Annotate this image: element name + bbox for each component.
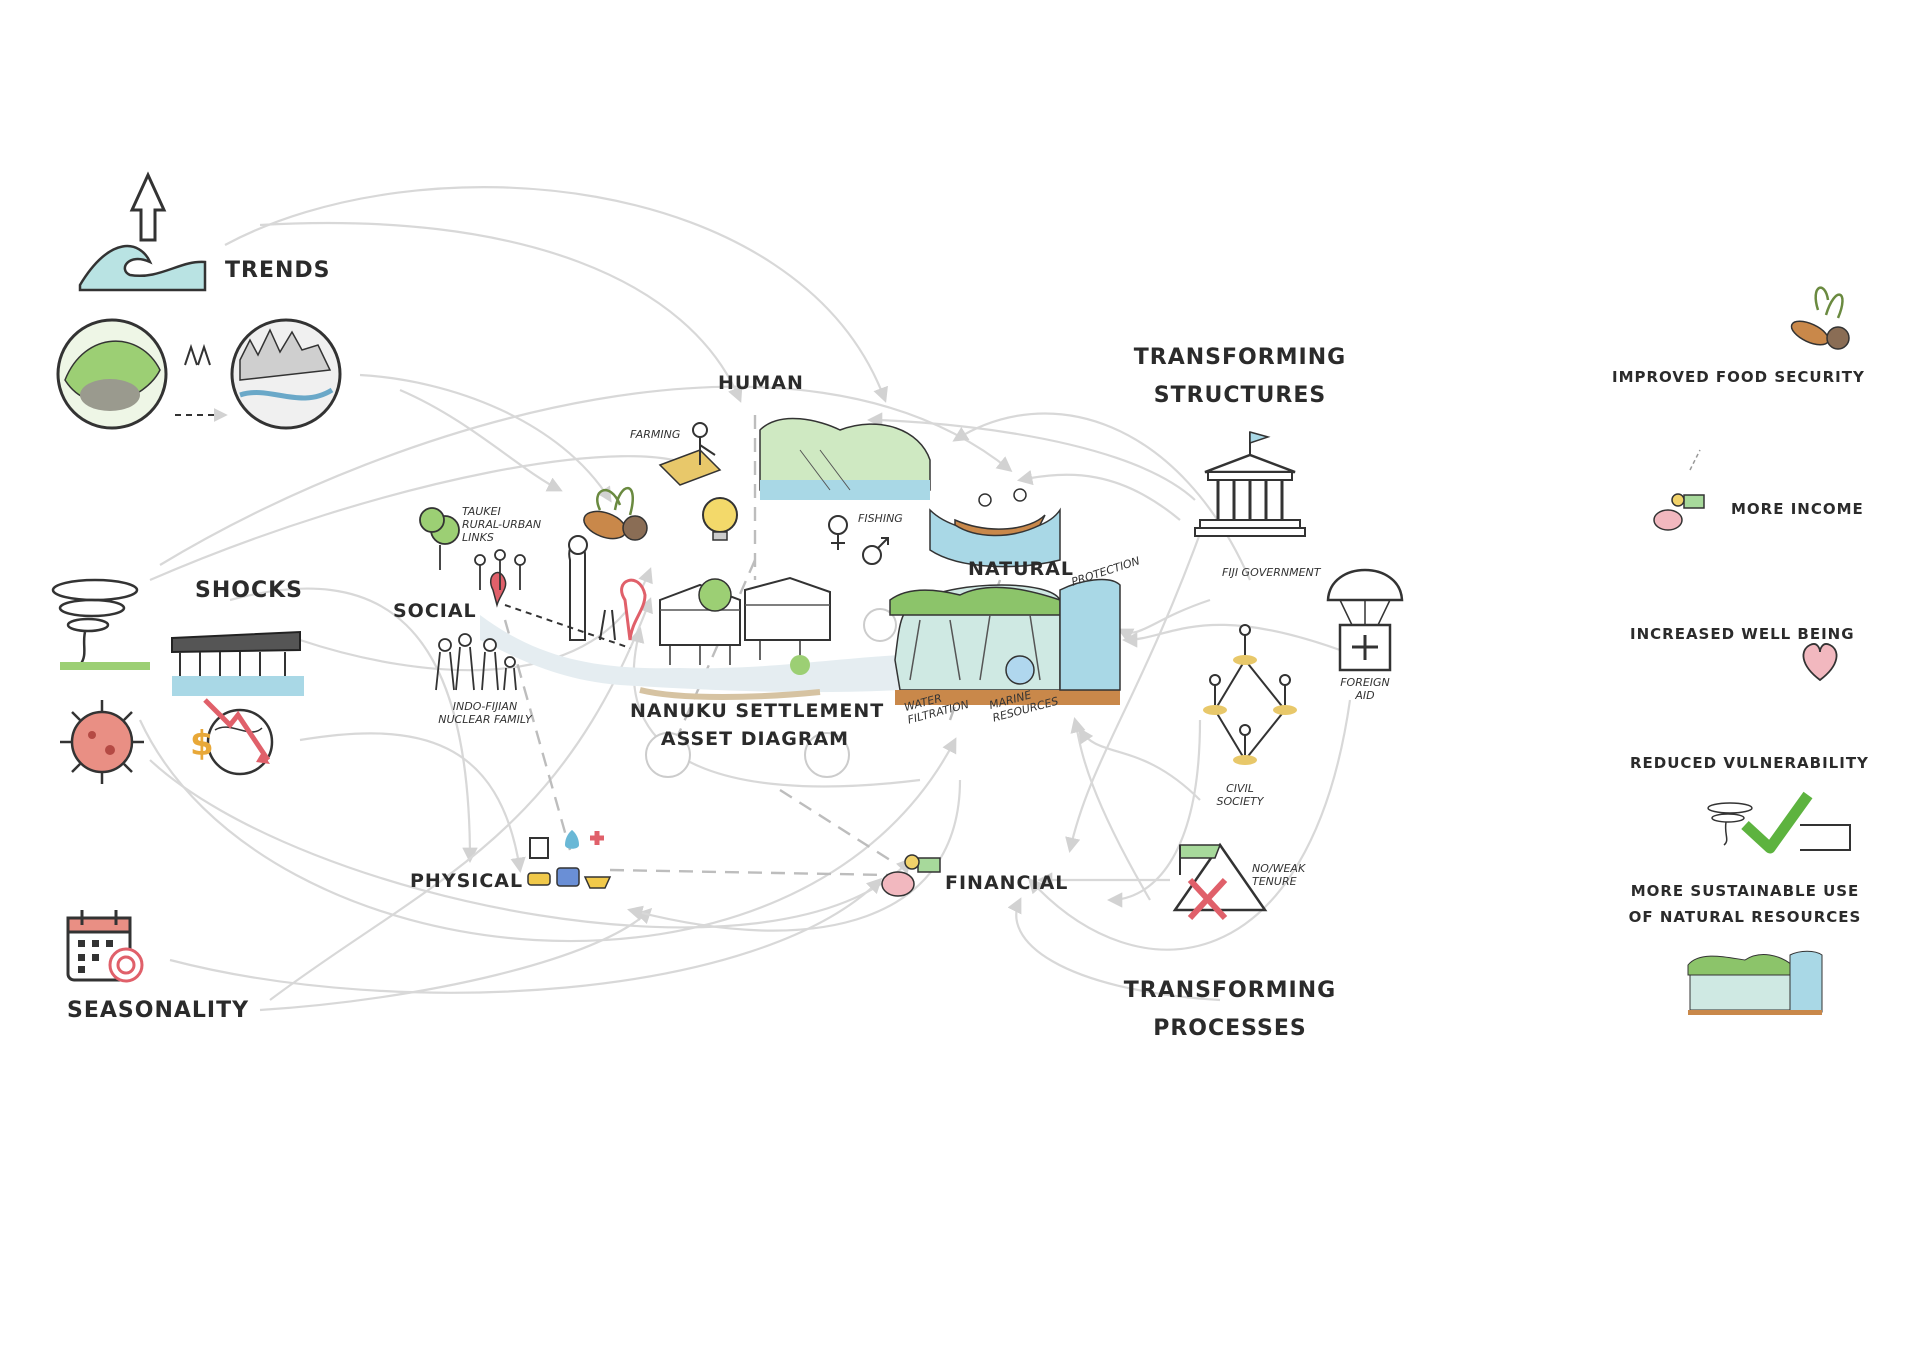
aid-parachute-icon [1326,568,1404,672]
mangrove-icon [1687,950,1823,1015]
fiji-government-label: FIJI GOVERNMENT [1222,566,1321,579]
human-label: HUMAN [718,372,804,394]
settlement-illustration [419,417,1121,705]
parliament-icon [1194,431,1306,537]
flooded-house-icon [171,630,304,696]
piggy-bank-icon [881,854,941,897]
virus-icon [60,700,144,784]
checkmark-icon [1707,791,1851,854]
urbanisation-icon [56,318,342,430]
fishing-label: FISHING [858,512,903,525]
shocks-label: SHOCKS [195,578,303,603]
civil-society-label: CIVIL SOCIETY [1216,782,1264,808]
food-security-label: IMPROVED FOOD SECURITY [1612,368,1865,386]
piggy-bank-icon [1653,449,1705,531]
transforming-structures-line1: TRANSFORMING [1133,345,1347,370]
tenure-flag-icon [1172,842,1268,921]
heart-icon [1802,643,1838,682]
diagram-title-line1: NANUKU SETTLEMENT [630,700,885,722]
connector-arrows [139,186,1352,1012]
trends-label: TRENDS [225,258,331,283]
more-income-label: MORE INCOME [1731,500,1864,518]
calendar-icon [66,910,144,983]
reduced-vulnerability-label: REDUCED VULNERABILITY [1630,754,1869,772]
social-label: SOCIAL [393,600,477,622]
svg-text:$: $ [190,724,214,764]
physical-icons [527,830,612,889]
transforming-processes-line2: PROCESSES [1153,1016,1307,1041]
natural-label: NATURAL [968,558,1074,580]
tornado-icon [51,578,150,670]
transforming-processes-line1: TRANSFORMING [1123,978,1337,1003]
indo-fijian-label: INDO-FIJIAN NUCLEAR FAMILY [438,700,532,726]
network-icon [1203,624,1297,765]
seasonality-label: SEASONALITY [67,998,250,1023]
pentagon-node-circle [645,732,691,778]
foreign-aid-label: FOREIGN AID [1340,676,1390,702]
food-icon [1790,286,1850,350]
farming-label: FARMING [630,428,681,441]
economic-decline-icon: $ [190,698,274,776]
sustainable-use-line1: MORE SUSTAINABLE USE [1630,882,1860,900]
financial-label: FINANCIAL [945,872,1069,894]
pentagon-node-circle [804,732,850,778]
no-weak-tenure-label: NO/WEAK TENURE [1252,862,1306,888]
diagram-title-line2: ASSET DIAGRAM [660,728,850,750]
wave-arrow-icon [78,171,207,292]
pentagon-node-circle [863,608,897,642]
transforming-structures-line2: STRUCTURES [1153,383,1327,408]
sustainable-use-line2: OF NATURAL RESOURCES [1628,908,1862,926]
taukei-links-label: TAUKEI RURAL-URBAN LINKS [462,505,542,544]
well-being-label: INCREASED WELL BEING [1630,625,1855,643]
physical-label: PHYSICAL [410,870,524,892]
